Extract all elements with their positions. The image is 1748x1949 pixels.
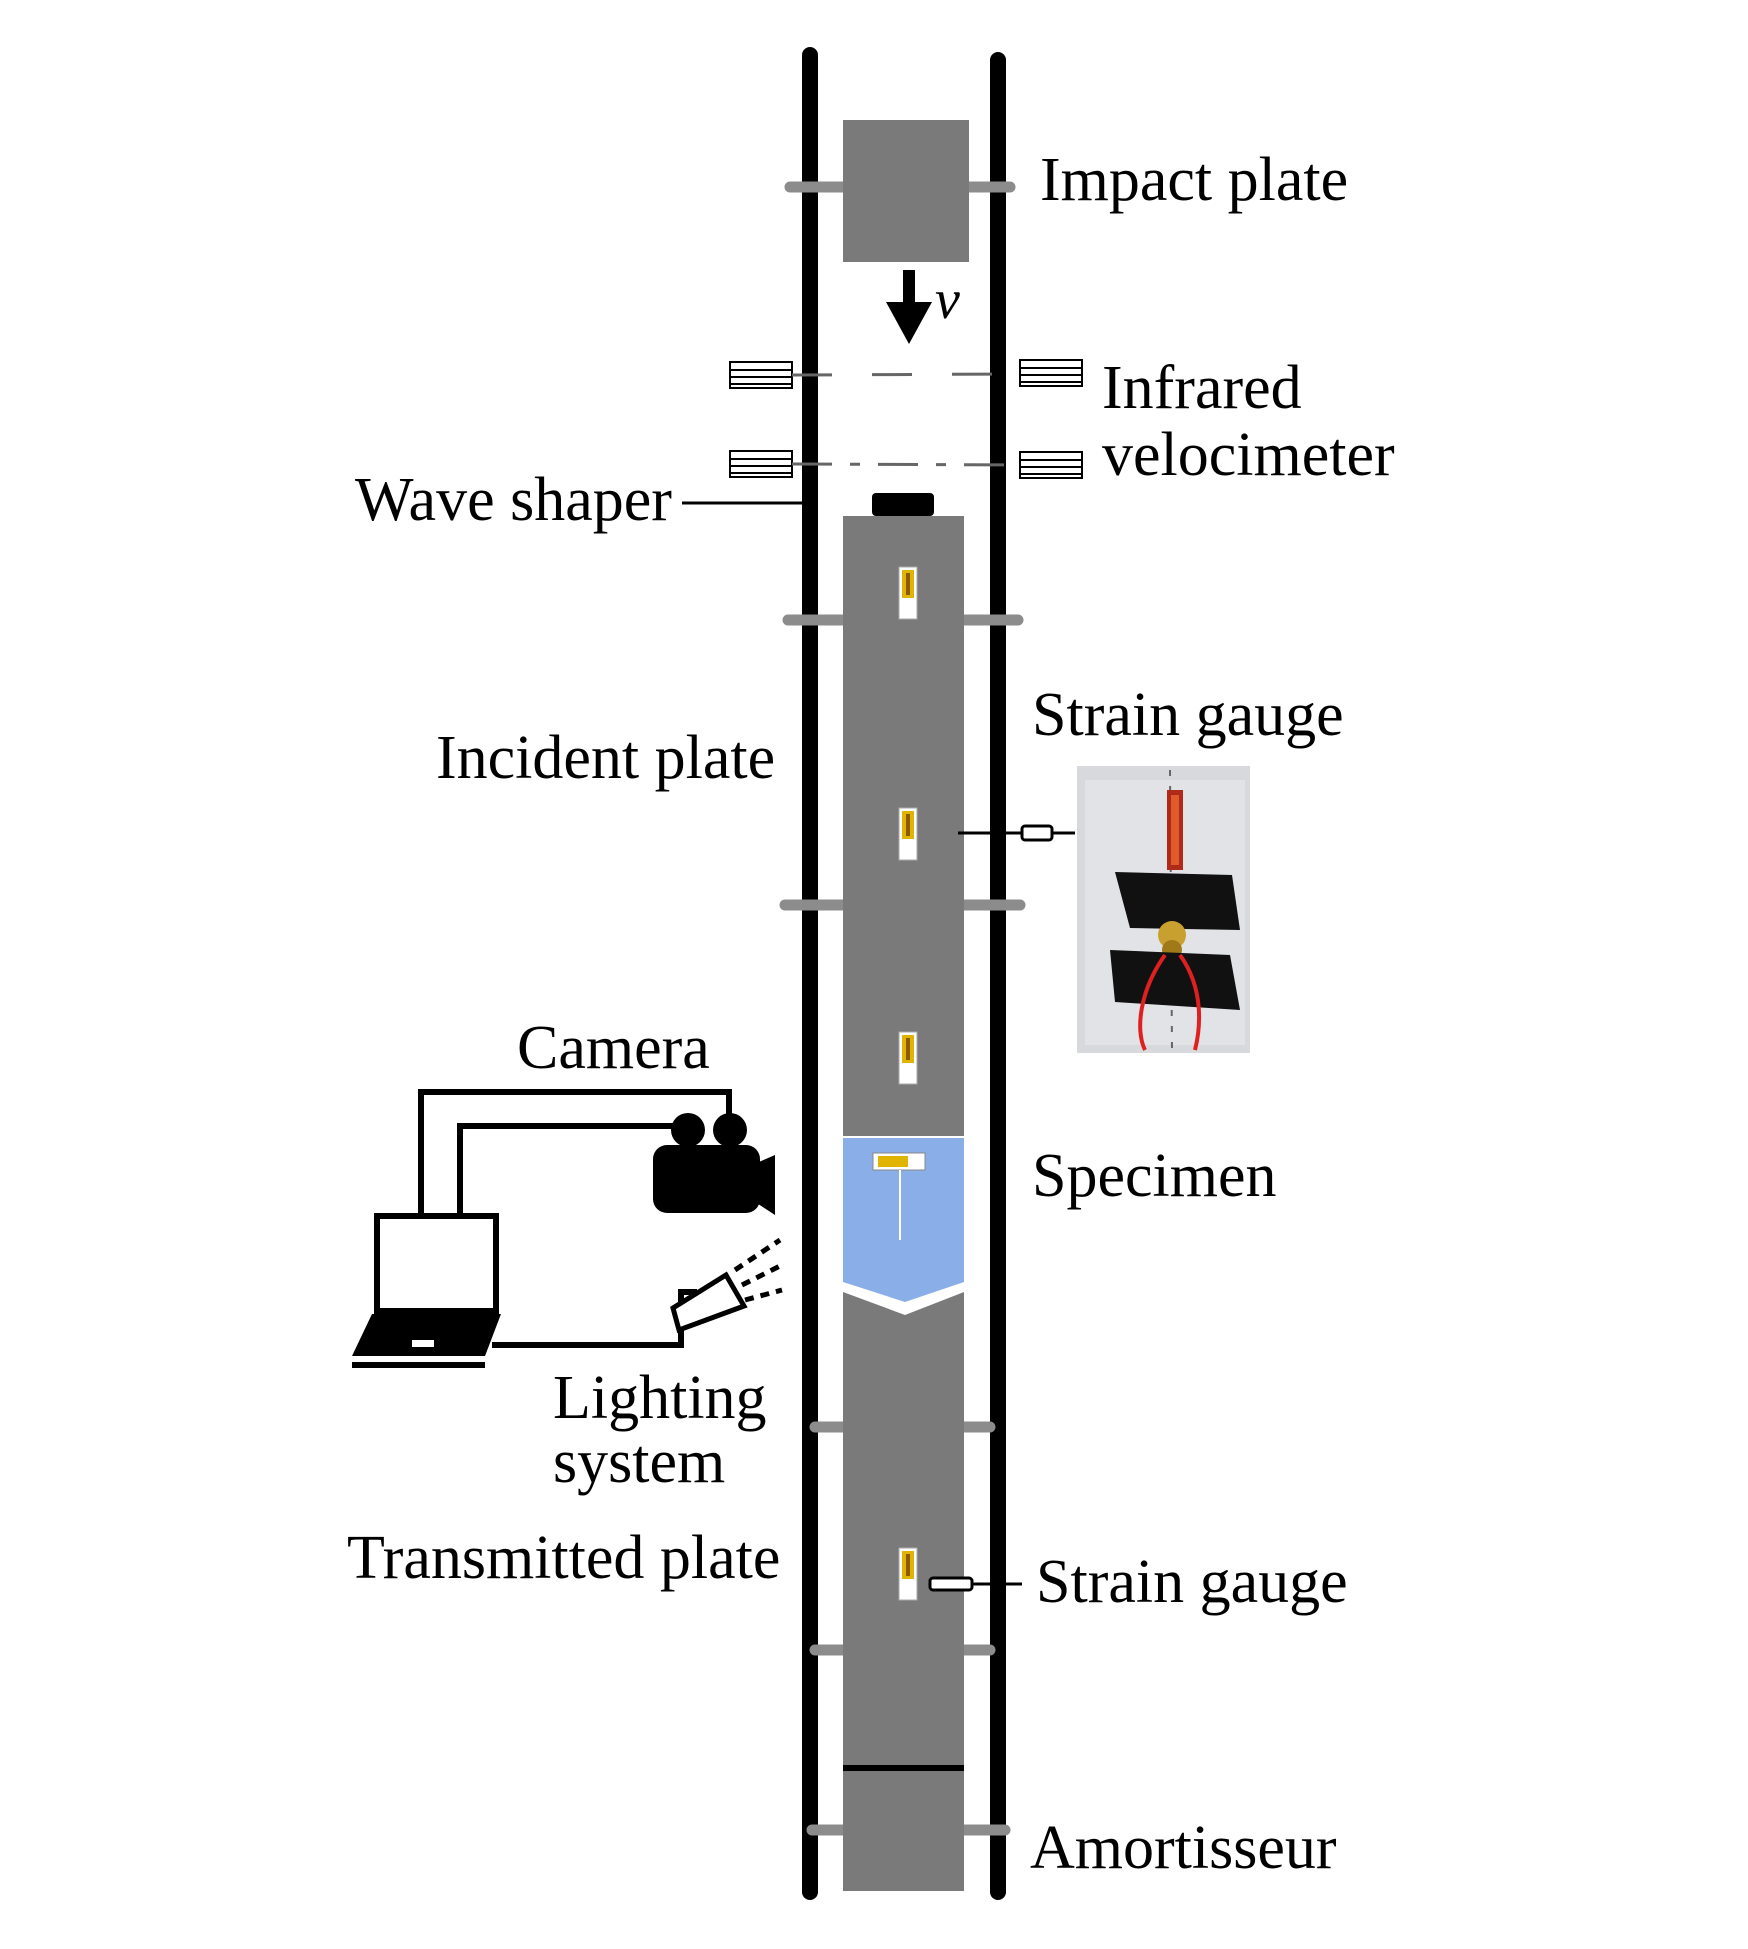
transmitted-plate-block — [843, 1292, 964, 1768]
impact-plate-label: Impact plate — [1040, 146, 1348, 214]
lighting-lamp-icon — [670, 1237, 784, 1334]
infrared-velocimeter-label-line2: velocimeter — [1102, 421, 1395, 489]
ir-sensor-icon — [1019, 359, 1083, 387]
camera-label: Camera — [517, 1014, 710, 1082]
infrared-velocimeter-label-line1: Infrared — [1102, 354, 1302, 422]
ir-beam — [791, 372, 1021, 377]
ir-sensor-icon — [729, 361, 793, 389]
video-camera-icon — [653, 1113, 775, 1215]
ir-sensor-icon — [1019, 451, 1083, 479]
strain-gauge-bottom-label: Strain gauge — [1036, 1548, 1348, 1616]
amortisseur-label: Amortisseur — [1030, 1814, 1337, 1882]
amortisseur-block — [843, 1771, 964, 1891]
lighting-system-label-line2: system — [553, 1428, 725, 1496]
impact-plate-block — [843, 120, 969, 262]
strain-gauge-icon — [898, 566, 918, 620]
wave-shaper-label: Wave shaper — [355, 466, 672, 534]
guide-rails — [802, 47, 1006, 1900]
wave-shaper-block — [872, 493, 934, 516]
strain-gauge-icon — [898, 1031, 918, 1085]
specimen-strain-gauge-icon — [872, 1152, 926, 1240]
laptop-icon — [352, 1213, 501, 1368]
transmitted-plate-label: Transmitted plate — [347, 1524, 780, 1592]
specimen-block — [843, 1138, 964, 1302]
velocity-label: v — [935, 269, 960, 331]
wave-shaper-leader-line — [682, 501, 813, 512]
ir-sensor-icon — [729, 450, 793, 478]
strain-gauge-bottom-leader — [928, 1576, 1022, 1592]
strain-gauge-icon — [898, 807, 918, 861]
strain-gauge-leader — [958, 824, 1075, 842]
strain-gauge-icon — [898, 1547, 918, 1601]
strain-gauge-photo — [1077, 766, 1250, 1053]
specimen-label: Specimen — [1032, 1142, 1277, 1210]
infrared-velocimeter — [729, 359, 1083, 479]
ir-beam — [791, 462, 1021, 467]
lighting-system-label-line1: Lighting — [553, 1364, 767, 1432]
velocity-arrow-icon — [886, 270, 932, 344]
strain-gauge-top-label: Strain gauge — [1032, 681, 1344, 749]
incident-plate-label: Incident plate — [436, 724, 775, 792]
